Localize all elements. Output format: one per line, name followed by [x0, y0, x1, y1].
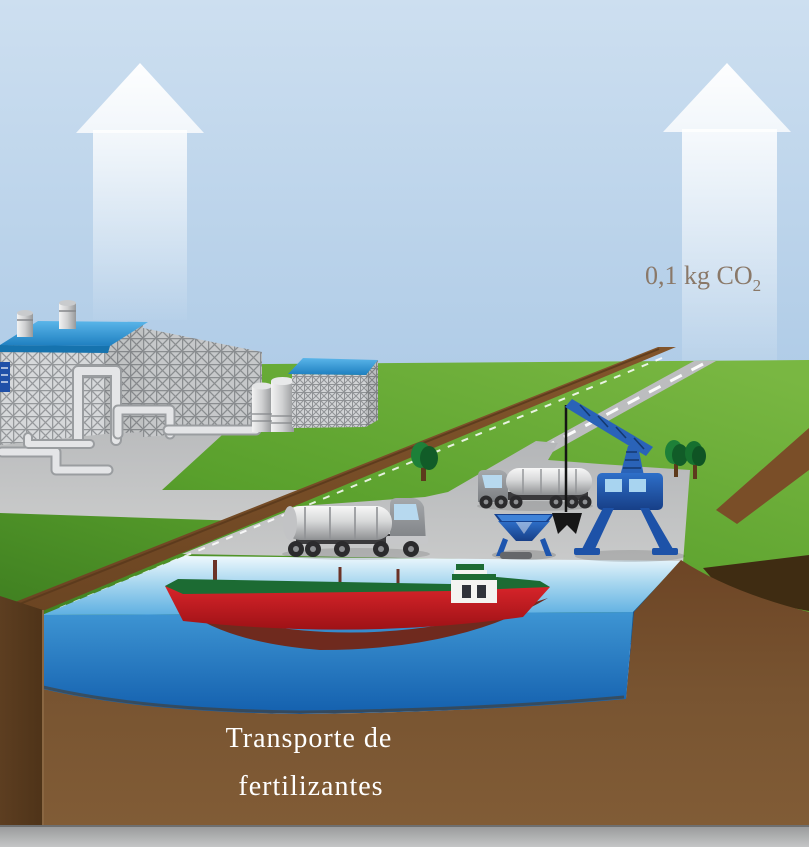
factory-annex-building [288, 358, 378, 428]
ship-cabin [451, 564, 497, 603]
tree-pair [665, 440, 706, 479]
caption-line-1: Transporte de [226, 723, 393, 754]
caption-line-2: fertilizantes [238, 771, 383, 802]
quay-bollard [500, 552, 532, 559]
harbor-crane [552, 399, 685, 562]
truck-wheels [479, 495, 592, 509]
annex-roof [288, 358, 378, 375]
crane-leg [582, 508, 614, 549]
field-pit [703, 555, 809, 611]
emission-arrow-left [76, 63, 204, 320]
truck-tank [506, 468, 592, 495]
water-front-face [42, 612, 633, 714]
truck-window [394, 504, 419, 520]
cabin-window [462, 585, 471, 598]
earth-cross-section [0, 560, 809, 826]
truck-window [482, 475, 502, 488]
emission-arrow-right [663, 63, 791, 364]
earth-left-wall [0, 596, 43, 826]
tanker-truck-large [282, 498, 430, 560]
truck-tank [284, 506, 392, 540]
factory-chimney [59, 300, 76, 329]
crane-grab [552, 513, 582, 534]
factory-chimney [17, 310, 33, 337]
caption: Transporte de fertilizantes [226, 723, 393, 802]
tree [411, 442, 438, 481]
truck-wheels [288, 541, 419, 557]
cargo-ship [165, 560, 550, 650]
bottom-bar [0, 825, 809, 847]
crane-window [629, 479, 646, 492]
factory-roof [0, 321, 148, 346]
storage-tanks [252, 377, 294, 432]
dirt-road-right [716, 428, 809, 524]
factory-logo-sign [0, 362, 10, 392]
cabin-window [477, 585, 486, 598]
crane-window [605, 479, 622, 492]
co2-emission-label: 0,1 kg CO2 [645, 261, 761, 295]
tanker-truck-small [477, 468, 593, 511]
ship-hull-below-waterline [175, 598, 548, 650]
crane-leg [640, 508, 673, 549]
